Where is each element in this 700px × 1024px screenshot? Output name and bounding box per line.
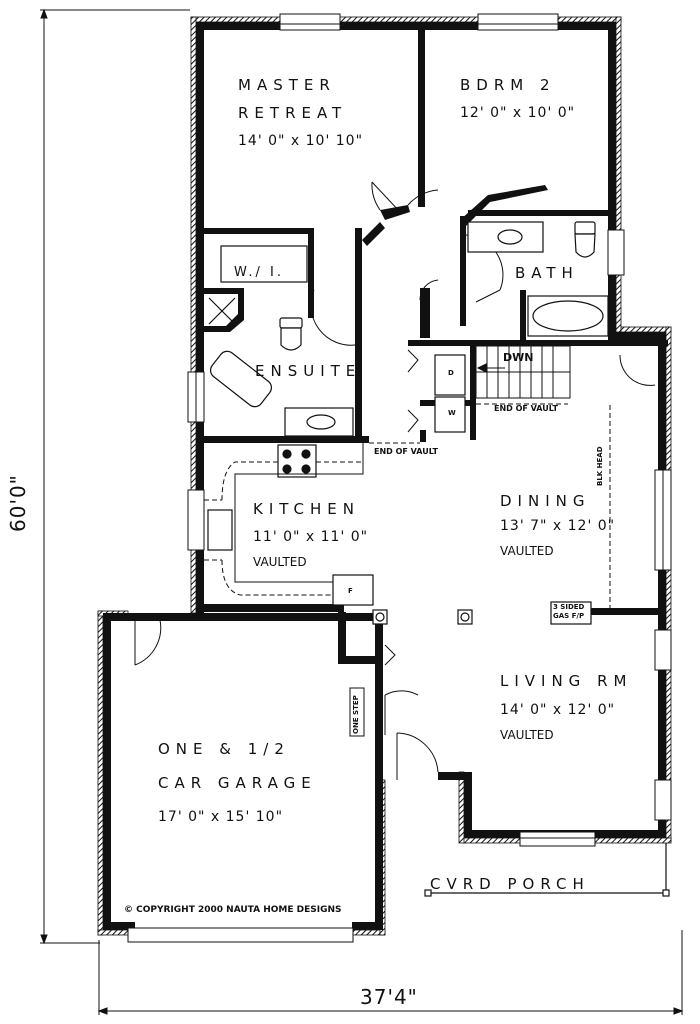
dashed-lines [204, 403, 611, 608]
room-size-master: 14' 0" x 10' 10" [238, 133, 364, 149]
room-note-dining: VAULTED [500, 544, 554, 558]
room-label-bath: BATH [515, 264, 579, 282]
room-size-garage: 17' 0" x 15' 10" [158, 809, 284, 825]
room-size-kitchen: 11' 0" x 11' 0" [253, 529, 369, 545]
room-size-bdrm2: 12' 0" x 10' 0" [460, 105, 576, 121]
blk-head-label: BLK HEAD [596, 446, 604, 486]
room-label-wi: W./ I. [234, 265, 284, 280]
room-label-master: MASTER [238, 76, 336, 94]
room-label-kitchen: KITCHEN [253, 500, 360, 518]
room-note-living: VAULTED [500, 728, 554, 742]
room-label-dining: DINING [500, 492, 591, 510]
room-label-retreat: RETREAT [238, 104, 348, 122]
room-label-living: LIVING RM [500, 672, 633, 690]
end-of-vault-label-2: END OF VAULT [374, 447, 438, 456]
room-note-kitchen: VAULTED [253, 555, 307, 569]
interior-walls [204, 22, 668, 664]
fireplace-label-line1: 3 SIDED [553, 603, 585, 611]
copyright-text: © COPYRIGHT 2000 NAUTA HOME DESIGNS [124, 905, 342, 915]
counter-lines [234, 443, 364, 583]
washer-label: W [448, 409, 456, 417]
room-label-garage-line1: ONE & 1/2 [158, 740, 290, 758]
exterior-walls [97, 16, 672, 936]
overall-depth-dimension: 60'0" [6, 474, 30, 532]
fridge-label: F [348, 587, 353, 595]
dimension-lines [40, 8, 684, 1015]
room-size-living: 14' 0" x 12' 0" [500, 702, 616, 718]
windows [127, 13, 672, 943]
overall-width-dimension: 37'4" [360, 985, 418, 1009]
stairs [475, 345, 571, 399]
end-of-vault-label-1: END OF VAULT [494, 404, 558, 413]
room-label-garage-line2: CAR GARAGE [158, 774, 317, 792]
room-label-ensuite: ENSUITE [255, 362, 362, 380]
stairs-down-label: DWN [503, 351, 534, 364]
dryer-label: D [448, 369, 454, 377]
fixtures [207, 221, 670, 897]
room-size-dining: 13' 7" x 12' 0" [500, 518, 616, 534]
door-swings [134, 181, 656, 780]
room-label-bdrm2: BDRM 2 [460, 76, 556, 94]
one-step-label: ONE STEP [352, 695, 360, 734]
room-label-porch: CVRD PORCH [430, 875, 590, 893]
fireplace-label-line2: GAS F/P [553, 612, 585, 620]
